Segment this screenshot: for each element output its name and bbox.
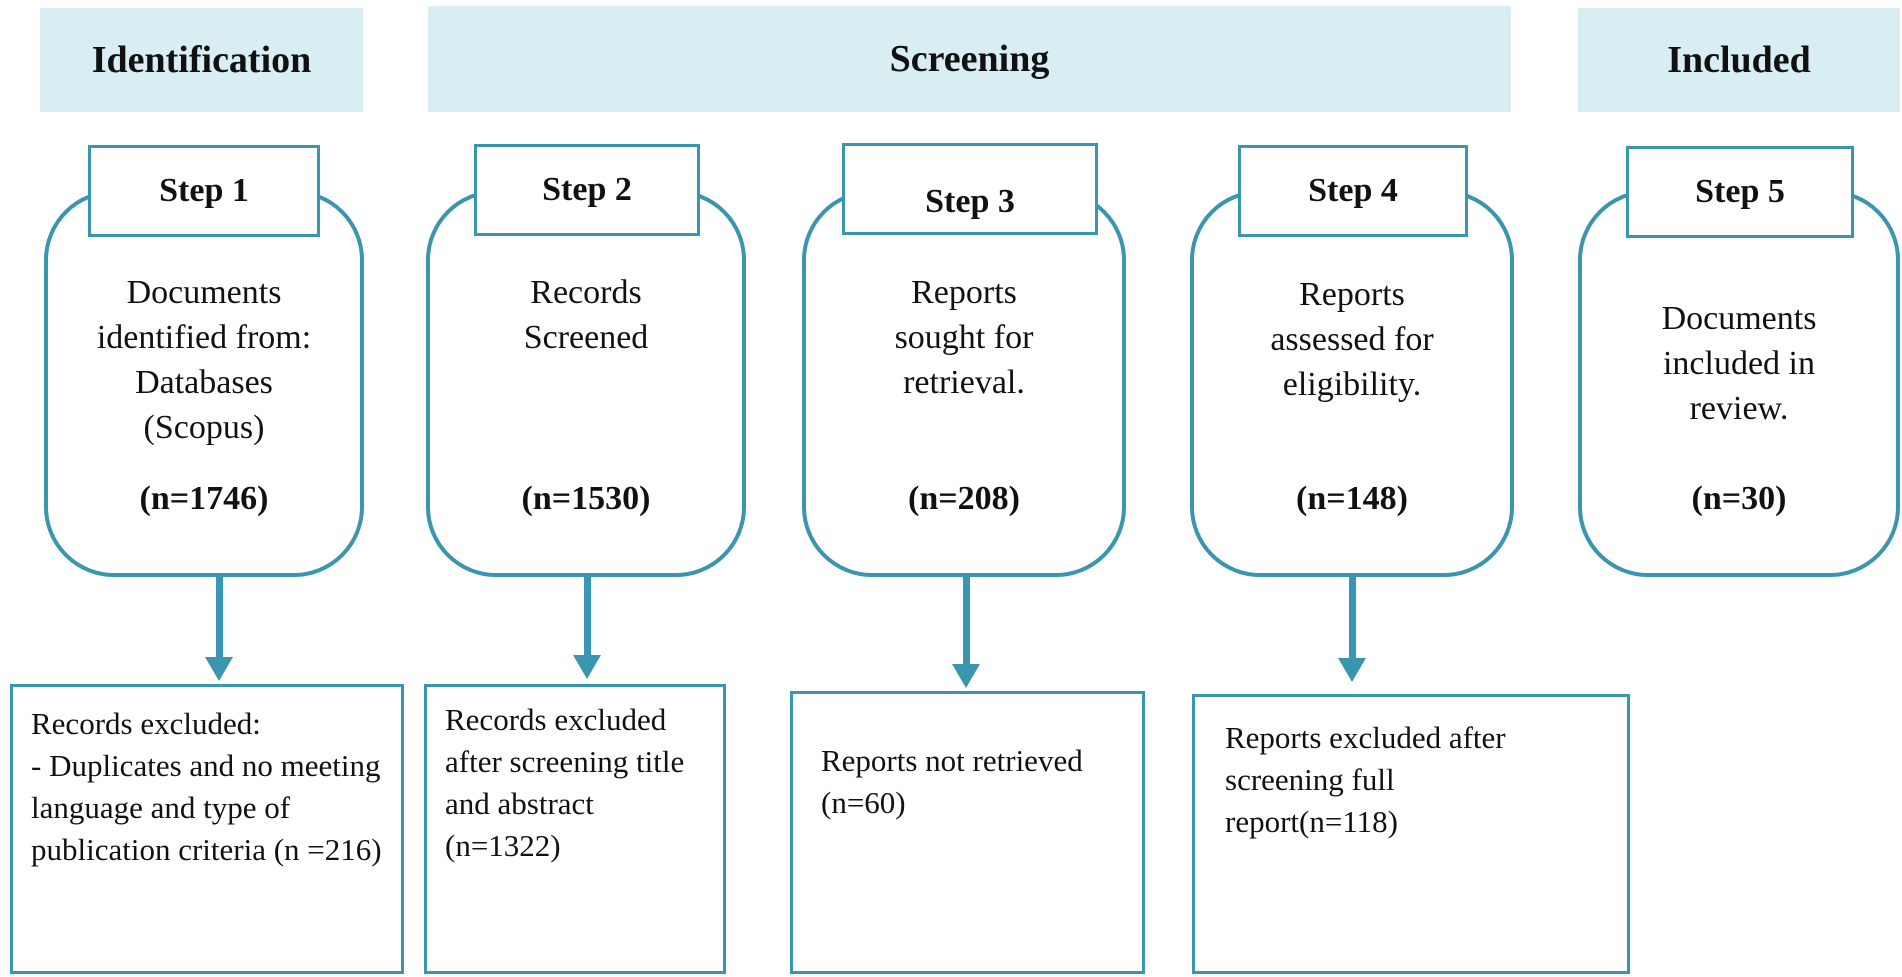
step-3-count: (n=208) <box>908 480 1020 517</box>
arrow-head-step-3 <box>952 664 980 688</box>
exclusion-box-step-4: Reports excluded after screening full re… <box>1192 694 1630 974</box>
arrow-step-4 <box>1349 577 1356 660</box>
step-4-card <box>1190 190 1514 577</box>
exclusion-box-step-1: Records excluded: - Duplicates and no me… <box>10 684 404 974</box>
step-3-label: Step 3 <box>842 143 1098 235</box>
phase-screening: Screening <box>428 6 1511 112</box>
step-2-count: (n=1530) <box>521 480 651 517</box>
step-1-label: Step 1 <box>88 145 320 237</box>
step-5-card <box>1578 190 1900 577</box>
step-4-count: (n=148) <box>1296 480 1408 517</box>
phase-identification: Identification <box>40 8 363 112</box>
step-3-card <box>802 190 1126 577</box>
step-1-description: Documents identified from: Databases (Sc… <box>96 274 312 446</box>
step-2-description: Records Screened <box>523 274 649 356</box>
phase-included: Included <box>1578 8 1900 112</box>
exclusion-box-step-2: Records excluded after screening title a… <box>424 684 726 974</box>
step-1-card <box>44 190 364 577</box>
arrow-head-step-4 <box>1338 658 1366 682</box>
arrow-head-step-2 <box>573 655 601 679</box>
step-2-card <box>426 190 746 577</box>
arrow-head-step-1 <box>205 657 233 681</box>
step-5-count: (n=30) <box>1691 480 1787 517</box>
exclusion-box-step-3: Reports not retrieved (n=60) <box>790 691 1145 974</box>
step-5-label: Step 5 <box>1626 146 1854 238</box>
step-2-label: Step 2 <box>474 144 700 236</box>
step-5-description: Documents included in review. <box>1661 300 1817 427</box>
arrow-step-1 <box>216 577 223 659</box>
step-3-description: Reports sought for retrieval. <box>894 274 1034 401</box>
arrow-step-2 <box>584 577 591 657</box>
step-4-label: Step 4 <box>1238 145 1468 237</box>
step-1-count: (n=1746) <box>139 480 269 517</box>
step-4-description: Reports assessed for eligibility. <box>1270 276 1434 403</box>
arrow-step-3 <box>963 577 970 666</box>
